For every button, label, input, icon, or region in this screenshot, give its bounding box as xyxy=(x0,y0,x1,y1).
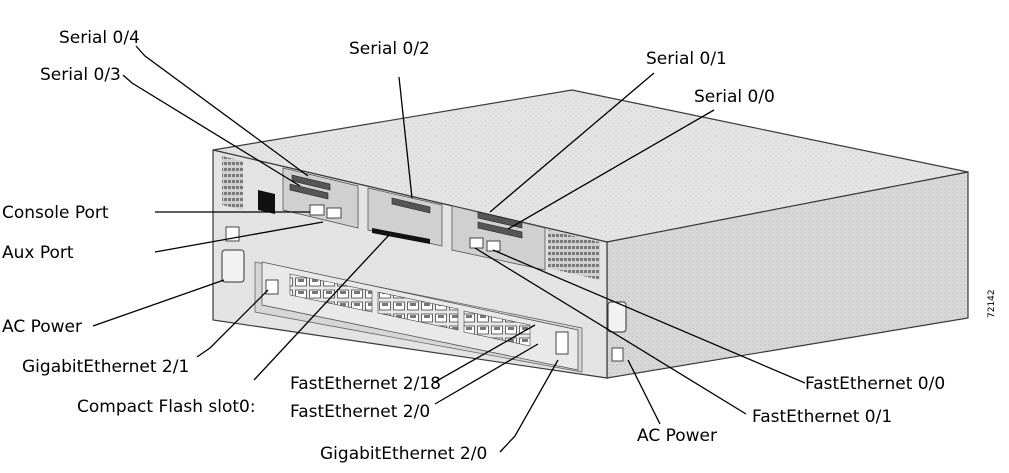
console-port xyxy=(310,205,324,215)
label-serial-0-1: Serial 0/1 xyxy=(646,49,727,69)
label-serial-0-0: Serial 0/0 xyxy=(694,87,775,107)
fastethernet-0-0-port xyxy=(487,241,500,251)
label-aux-port: Aux Port xyxy=(2,243,74,263)
gigabitethernet-2-0-port xyxy=(556,332,568,354)
ac-power-switch-right xyxy=(612,348,623,361)
ac-power-inlet-left xyxy=(222,250,244,282)
label-console-port: Console Port xyxy=(2,203,109,223)
leader-ac-power-left xyxy=(93,280,224,326)
left-vent xyxy=(222,156,243,210)
label-fastethernet-2-0: FastEthernet 2/0 xyxy=(290,402,430,422)
figure-id: 72142 xyxy=(987,289,997,318)
label-ac-power-left: AC Power xyxy=(2,317,82,337)
leader-serial-0-3 xyxy=(123,75,300,186)
label-compact-flash-slot: Compact Flash slot0: xyxy=(77,397,256,417)
aux-port xyxy=(327,208,341,218)
ac-power-inlet-right xyxy=(608,302,626,332)
label-gigabitethernet-2-1: GigabitEthernet 2/1 xyxy=(22,357,189,377)
fastethernet-0-1-port xyxy=(470,238,483,248)
label-gigabitethernet-2-0: GigabitEthernet 2/0 xyxy=(320,444,487,464)
router-chassis xyxy=(213,90,968,378)
label-fastethernet-0-0: FastEthernet 0/0 xyxy=(805,374,945,394)
label-serial-0-2: Serial 0/2 xyxy=(349,39,430,59)
label-fastethernet-0-1: FastEthernet 0/1 xyxy=(752,407,892,427)
leader-gigabit-2-0 xyxy=(500,360,558,452)
black-module xyxy=(258,190,275,214)
gigabitethernet-2-1-port xyxy=(266,280,278,294)
label-serial-0-3: Serial 0/3 xyxy=(40,65,121,85)
label-serial-0-4: Serial 0/4 xyxy=(59,28,140,48)
label-ac-power-right: AC Power xyxy=(637,426,717,446)
label-fastethernet-2-18: FastEthernet 2/18 xyxy=(290,374,441,394)
